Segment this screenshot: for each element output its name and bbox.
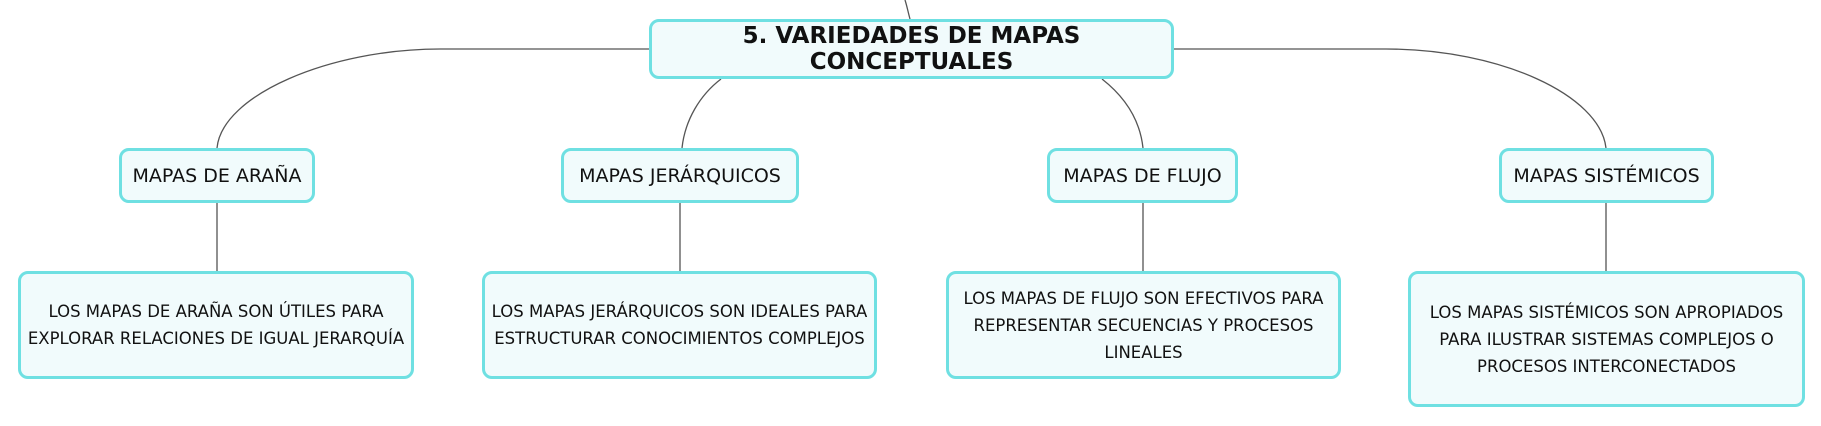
connector-root-sistemicos	[1174, 48, 1607, 149]
subtopic-text: LOS MAPAS SISTÉMICOS SON APROPIADOS PARA…	[1429, 302, 1784, 376]
topic-label: MAPAS DE ARAÑA	[132, 164, 302, 187]
subtopic-node-flujo-description[interactable]: LOS MAPAS DE FLUJO SON EFECTIVOS PARA RE…	[946, 271, 1341, 379]
topic-label: MAPAS DE FLUJO	[1063, 164, 1222, 187]
root-topic-node[interactable]: 5. VARIEDADES DE MAPAS CONCEPTUALES	[649, 19, 1174, 79]
root-topic-label: 5. VARIEDADES DE MAPAS CONCEPTUALES	[742, 23, 1081, 75]
subtopic-text: LOS MAPAS DE FLUJO SON EFECTIVOS PARA RE…	[963, 288, 1324, 362]
topic-node-mapas-de-arana[interactable]: MAPAS DE ARAÑA	[119, 148, 315, 203]
topic-node-mapas-jerarquicos[interactable]: MAPAS JERÁRQUICOS	[561, 148, 799, 203]
topic-node-mapas-de-flujo[interactable]: MAPAS DE FLUJO	[1047, 148, 1238, 203]
connector-parent-root	[904, 0, 911, 20]
connector-root-arana	[216, 48, 649, 149]
connector-root-jerarquicos	[681, 78, 722, 149]
subtopic-node-jerarquicos-description[interactable]: LOS MAPAS JERÁRQUICOS SON IDEALES PARA E…	[482, 271, 877, 379]
subtopic-text: LOS MAPAS JERÁRQUICOS SON IDEALES PARA E…	[491, 302, 868, 348]
subtopic-node-arana-description[interactable]: LOS MAPAS DE ARAÑA SON ÚTILES PARA EXPLO…	[18, 271, 414, 379]
connector-root-flujo	[1101, 78, 1144, 149]
topic-label: MAPAS SISTÉMICOS	[1513, 164, 1700, 187]
subtopic-node-sistemicos-description[interactable]: LOS MAPAS SISTÉMICOS SON APROPIADOS PARA…	[1408, 271, 1805, 407]
topic-label: MAPAS JERÁRQUICOS	[579, 164, 781, 187]
subtopic-text: LOS MAPAS DE ARAÑA SON ÚTILES PARA EXPLO…	[27, 302, 405, 348]
topic-node-mapas-sistemicos[interactable]: MAPAS SISTÉMICOS	[1499, 148, 1714, 203]
